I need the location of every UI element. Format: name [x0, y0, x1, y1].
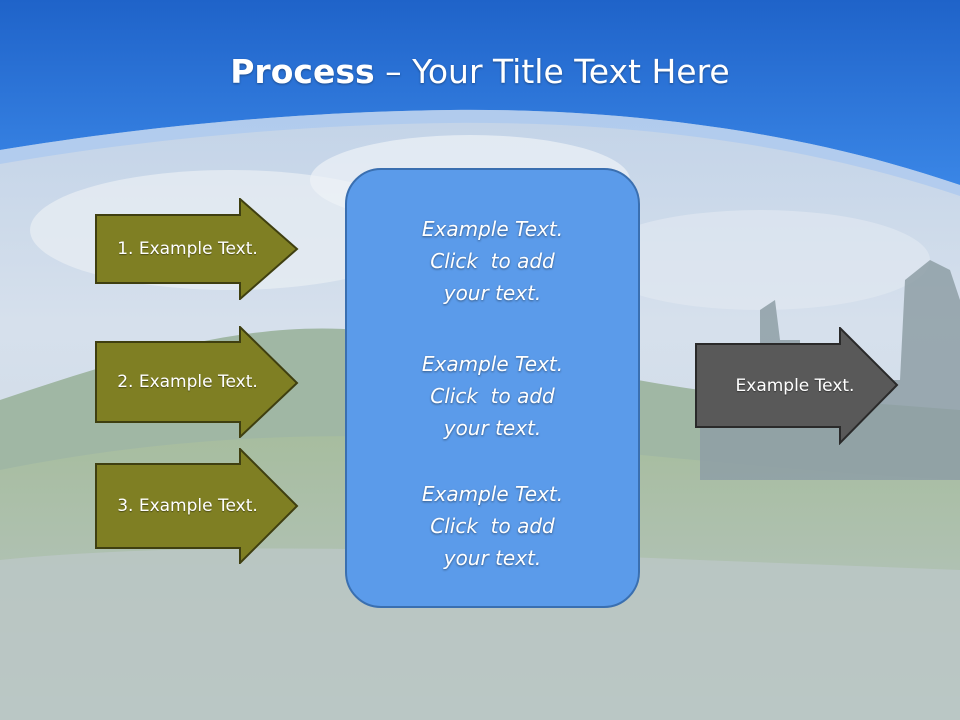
arrow-label: 3. Example Text.	[117, 496, 258, 516]
text-line: Click to add	[430, 384, 555, 408]
arrow-shape	[95, 198, 299, 300]
left-arrow-1: 1. Example Text.	[95, 198, 300, 300]
arrow-shape	[95, 448, 299, 564]
text-line: Example Text.	[421, 217, 564, 241]
arrow-label: 1. Example Text.	[117, 239, 258, 259]
right-arrow: Example Text.	[695, 327, 900, 445]
text-line: Click to add	[430, 514, 555, 538]
arrow-shape	[695, 327, 899, 445]
text-block-1: Example Text. Click to add your text.	[347, 213, 638, 309]
text-line: your text.	[443, 281, 542, 305]
text-line: Example Text.	[421, 482, 564, 506]
text-line: Click to add	[430, 249, 555, 273]
center-text-box[interactable]: Example Text. Click to add your text. Ex…	[345, 168, 640, 608]
left-arrow-2: 2. Example Text.	[95, 326, 300, 438]
slide-title: Process – Your Title Text Here	[0, 52, 960, 91]
left-arrow-3: 3. Example Text.	[95, 448, 300, 564]
text-line: Example Text.	[421, 352, 564, 376]
arrow-label: Example Text.	[735, 376, 855, 396]
arrow-label: 2. Example Text.	[117, 372, 258, 392]
title-bold: Process	[230, 52, 375, 91]
title-rest: – Your Title Text Here	[374, 52, 730, 91]
text-block-2: Example Text. Click to add your text.	[347, 348, 638, 444]
arrow-shape	[95, 326, 299, 438]
text-block-3: Example Text. Click to add your text.	[347, 478, 638, 574]
text-line: your text.	[443, 416, 542, 440]
text-line: your text.	[443, 546, 542, 570]
